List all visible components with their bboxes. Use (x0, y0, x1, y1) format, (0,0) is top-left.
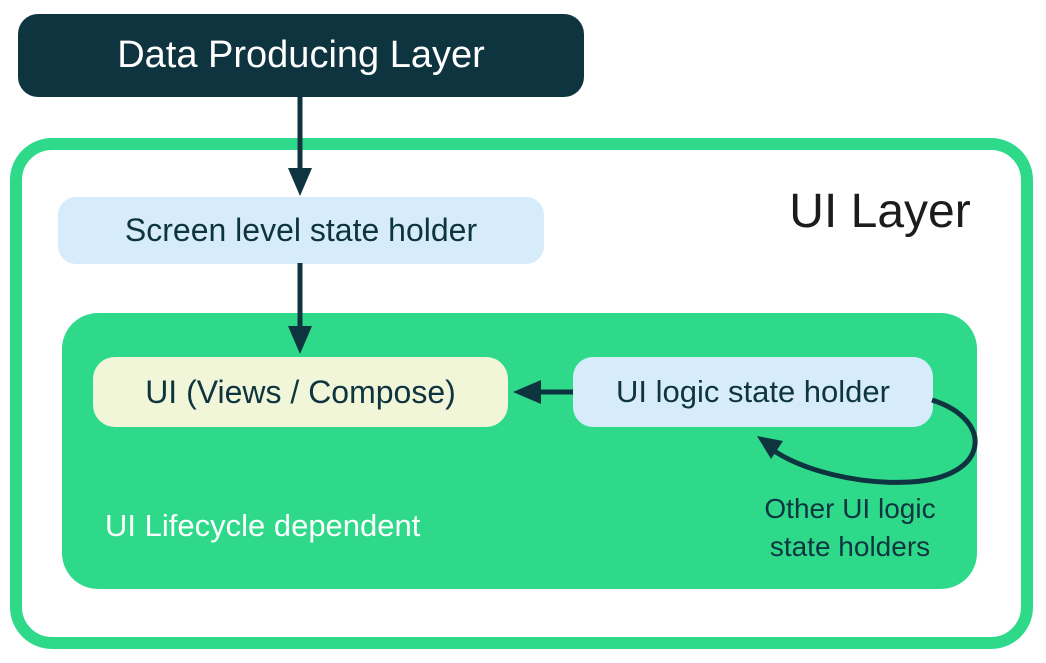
node-ui-logic-state-holder-label: UI logic state holder (616, 374, 890, 409)
ui-layer-title: UI Layer (789, 185, 971, 238)
node-ui-views-compose-label: UI (Views / Compose) (145, 373, 456, 410)
other-ui-logic-line1: Other UI logic (764, 493, 936, 524)
other-ui-logic-state-holders-label: Other UI logic state holders (730, 490, 970, 566)
node-ui-logic-state-holder: UI logic state holder (573, 357, 933, 427)
node-screen-level-state-holder: Screen level state holder (58, 197, 544, 264)
other-ui-logic-line2: state holders (769, 530, 931, 562)
node-screen-level-state-holder-label: Screen level state holder (124, 212, 478, 248)
ui-lifecycle-dependent-label: UI Lifecycle dependent (105, 508, 421, 543)
node-data-producing-layer: Data Producing Layer (18, 14, 584, 97)
node-ui-views-compose: UI (Views / Compose) (93, 357, 508, 427)
node-data-producing-layer-label: Data Producing Layer (117, 34, 485, 76)
